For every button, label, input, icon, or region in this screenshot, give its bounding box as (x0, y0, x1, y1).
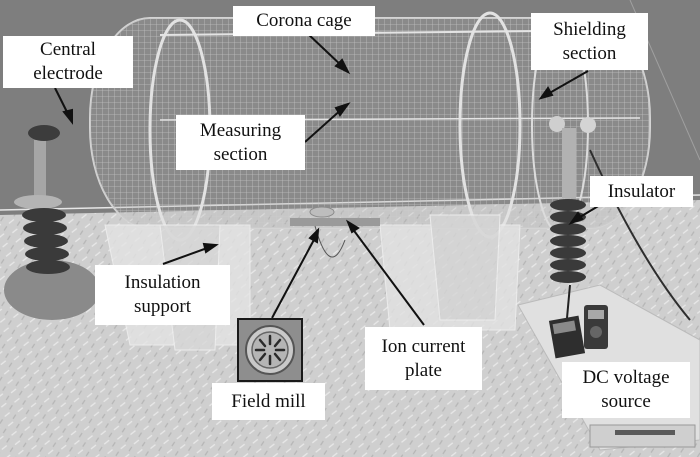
label-insulation-support: Insulation support (95, 265, 230, 325)
label-text: DC voltage (582, 367, 670, 388)
arrow-corona-cage (306, 32, 345, 69)
label-text: Ion current (381, 335, 466, 357)
arrow-field-mill (271, 235, 317, 319)
label-insulator: Insulator (590, 176, 693, 207)
field-mill-rotor-icon (239, 320, 301, 380)
label-text: electrode (33, 63, 103, 84)
label-text: Central (40, 39, 96, 60)
label-text: Shielding (553, 18, 626, 40)
field-mill-inset (237, 318, 303, 382)
arrow-insulation-support (162, 246, 211, 265)
label-shielding-section: Shielding section (531, 13, 648, 70)
arrow-head (334, 102, 351, 117)
arrow-shielding-section (545, 70, 589, 96)
label-text: Corona cage (256, 10, 352, 31)
label-text: Insulator (607, 180, 676, 202)
label-text: section (562, 42, 617, 64)
label-central-electrode: Central electrode (3, 36, 133, 88)
arrow-head (202, 242, 219, 254)
label-text: support (134, 296, 191, 317)
label-ion-current-plate: Ion current plate (365, 327, 482, 390)
arrow-head (345, 219, 360, 234)
label-text: source (601, 391, 651, 412)
arrow-measuring-section (304, 107, 344, 143)
arrow-head (568, 211, 584, 226)
label-text: Insulation (124, 272, 201, 293)
label-text: Field mill (231, 390, 306, 412)
arrow-ion-current-plate (351, 227, 425, 326)
arrow-head (334, 58, 351, 75)
left-insulator-shape (4, 125, 100, 320)
arrow-head (538, 86, 554, 100)
label-text: section (213, 143, 268, 165)
arrow-head (308, 227, 320, 244)
arrow-head (62, 108, 73, 125)
label-measuring-section: Measuring section (176, 115, 305, 170)
ion-current-plate-shape (290, 218, 380, 226)
antenna (566, 284, 571, 319)
label-corona-cage: Corona cage (233, 6, 375, 36)
label-dc-voltage-source: DC voltage source (562, 362, 690, 418)
label-text: plate (405, 359, 442, 381)
field-mill-shape (309, 206, 335, 218)
label-text: Measuring (199, 119, 282, 141)
callout-arrows (54, 32, 601, 326)
label-field-mill: Field mill (212, 383, 325, 420)
